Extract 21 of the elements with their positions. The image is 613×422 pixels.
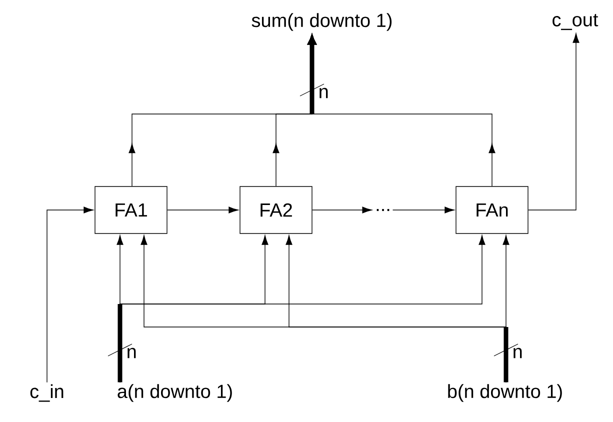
- bus-width-label: n: [320, 88, 328, 98]
- bus-line: [118, 304, 122, 382]
- full-adder-box: FAn: [456, 186, 528, 234]
- signal-label: a(n downto 1): [118, 384, 232, 402]
- signal-label: b(n downto 1): [448, 384, 562, 402]
- arrow: [312, 206, 372, 214]
- signal-label: sum(n downto 1): [252, 13, 392, 31]
- full-adder-box: FA2: [240, 186, 312, 234]
- arrow: [502, 235, 510, 383]
- full-adder-box: FA1: [94, 186, 168, 234]
- arrow: [167, 206, 238, 214]
- signal-label: ...: [376, 209, 390, 212]
- bus-line: [504, 327, 508, 382]
- arrow: [392, 206, 454, 214]
- arrow: [307, 34, 496, 186]
- arrow: [46, 206, 94, 383]
- bus-width-label: n: [128, 348, 136, 358]
- bus-width-label: n: [514, 348, 522, 358]
- arrow: [528, 33, 580, 210]
- signal-label: c_out: [552, 14, 598, 30]
- signal-label: c_in: [30, 384, 64, 402]
